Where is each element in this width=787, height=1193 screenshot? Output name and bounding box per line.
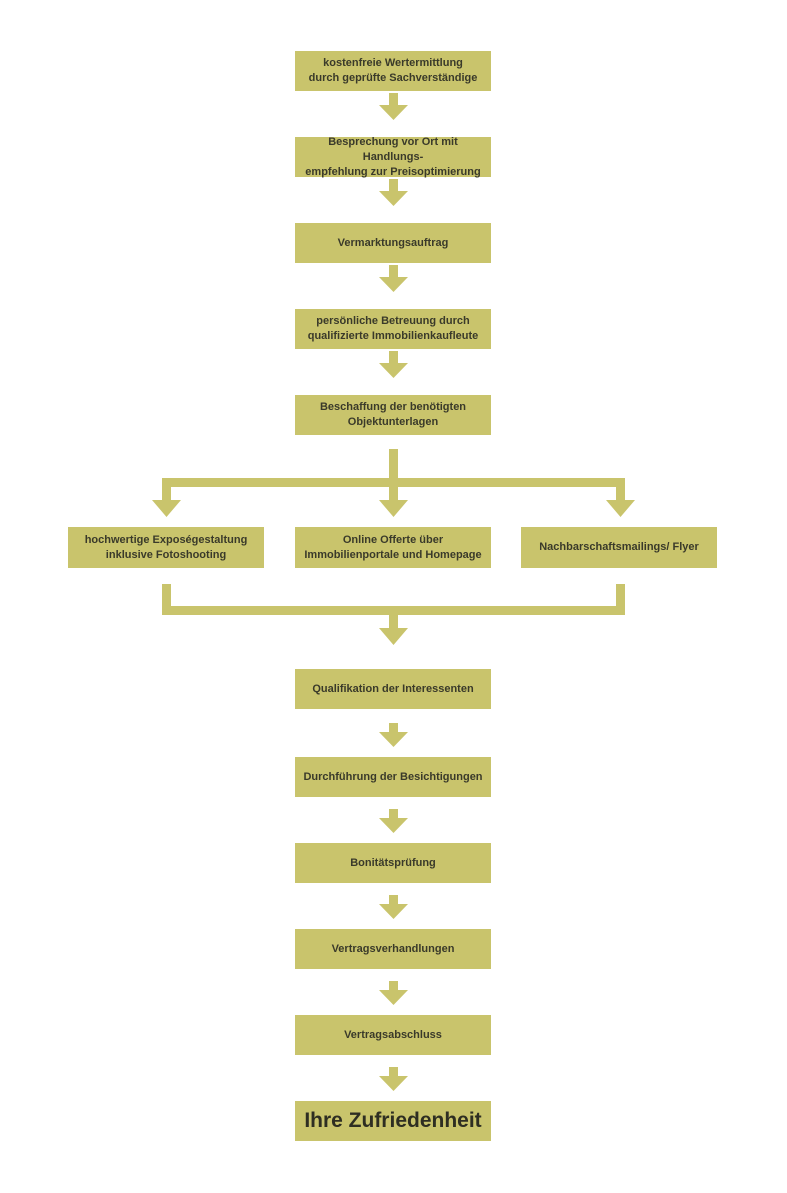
arrow-1 — [379, 93, 408, 120]
step-besichtigungen: Durchführung der Besichtigungen — [295, 757, 491, 797]
merge-connector — [162, 584, 625, 645]
branch-online-offerte: Online Offerte über Immobilienportale un… — [295, 527, 491, 568]
arrow-8 — [379, 895, 408, 919]
step-vertragsverhandlungen: Vertragsverhandlungen — [295, 929, 491, 969]
arrow-10 — [379, 1067, 408, 1091]
branch-expose: hochwertige Exposégestaltung inklusive F… — [68, 527, 264, 568]
arrow-6 — [379, 723, 408, 747]
step-vertragsabschluss: Vertragsabschluss — [295, 1015, 491, 1055]
step-wertermittlung: kostenfreie Wertermittlung durch geprüft… — [295, 51, 491, 91]
split-connector — [152, 449, 635, 517]
arrow-4 — [379, 351, 408, 378]
arrow-3 — [379, 265, 408, 292]
step-bonitaetspruefung: Bonitätsprüfung — [295, 843, 491, 883]
step-betreuung: persönliche Betreuung durch qualifiziert… — [295, 309, 491, 349]
arrow-2 — [379, 179, 408, 206]
step-qualifikation: Qualifikation der Interessenten — [295, 669, 491, 709]
arrow-9 — [379, 981, 408, 1005]
final-zufriedenheit: Ihre Zufriedenheit — [295, 1101, 491, 1141]
step-objektunterlagen: Beschaffung der benötigten Objektunterla… — [295, 395, 491, 435]
step-besprechung: Besprechung vor Ort mit Handlungs- empfe… — [295, 136, 491, 178]
branch-nachbarschaftsmailings: Nachbarschaftsmailings/ Flyer — [521, 527, 717, 568]
step-vermarktungsauftrag: Vermarktungsauftrag — [295, 223, 491, 263]
arrow-7 — [379, 809, 408, 833]
